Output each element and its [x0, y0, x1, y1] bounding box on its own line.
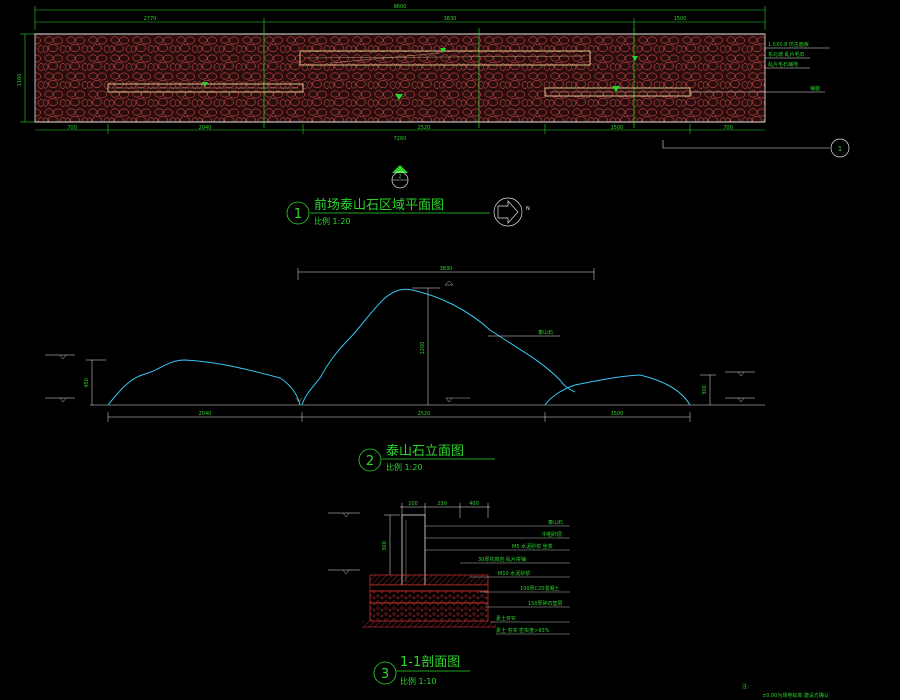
sect-top-dim-1: 100	[408, 501, 418, 507]
elev-title: 泰山石立面图	[386, 444, 464, 459]
sect-height-dim: 300	[382, 541, 388, 551]
sect-callout-4: 30厚花岗岩 乱片拼铺	[478, 556, 526, 563]
plan-top-dim-3: 1500	[674, 16, 687, 22]
plan-callout-2: 东北城 乱片毛石	[768, 51, 805, 58]
sect-callout-9: 素土 夯实 密实度>93%	[496, 627, 550, 634]
sect-callout-7: 150厚碎石垫层	[528, 600, 563, 607]
sect-callout-2: 中粗砂层	[542, 531, 562, 538]
plan-callout-3: 乱片毛石铺地	[768, 61, 798, 68]
section-mark-icon	[830, 138, 850, 158]
sect-scale: 比例 1:10	[400, 676, 437, 686]
sect-title: 1-1剖面图	[400, 655, 460, 670]
plan-bottom-dim-4: 1500	[611, 125, 624, 131]
index-arrow-icon	[392, 165, 408, 173]
sect-top-dim-3: 400	[469, 501, 479, 507]
plan-scale: 比例 1:20	[314, 216, 351, 226]
elev-scale: 比例 1:20	[386, 462, 423, 472]
rock-profile-center	[301, 288, 576, 406]
footnote: 注：	[742, 683, 752, 690]
plan-left-dim: 1160	[17, 74, 23, 87]
level-marker-icon	[612, 86, 620, 92]
plan-title-number: 1	[294, 207, 302, 222]
elev-bottom-dim-2: 2520	[418, 411, 431, 417]
north-arrow-icon: N	[493, 197, 530, 227]
rock-profile-left	[107, 359, 301, 406]
plan-top-dim-1: 2770	[144, 16, 157, 22]
elev-left-height: 450	[84, 378, 90, 388]
elev-top-dim: 3830	[440, 266, 453, 272]
sect-paving-layer	[369, 574, 489, 586]
plan-bottom-dim-3: 2520	[418, 125, 431, 131]
sect-title-circle	[373, 661, 397, 685]
paving-area	[34, 33, 766, 123]
plan-callout-1: 1.5X0.8 仿古面板	[768, 41, 809, 48]
plan-title-circle	[286, 201, 310, 225]
plan-stone-2	[299, 50, 591, 66]
plan-top-dim-2: 3830	[444, 16, 457, 22]
plan-view: 9600 2770 3830 1500 1160	[17, 4, 850, 227]
rock-profile-right	[544, 374, 691, 406]
plan-bottom-total: 7260	[394, 136, 407, 142]
elev-annotation: 泰山石	[538, 329, 553, 336]
level-marker-icon	[395, 94, 403, 100]
level-marker-icon	[202, 82, 208, 87]
elev-bottom-dim-1: 2040	[199, 411, 212, 417]
elev-title-circle	[358, 448, 382, 472]
level-marker-icon	[632, 56, 638, 61]
plan-callout-4: 铺装	[810, 85, 820, 92]
sect-top-dim-2: 230	[437, 501, 447, 507]
footnote-2: ±0.00为场地标高 建设方确认	[762, 692, 829, 699]
sect-gravel-layer	[369, 602, 489, 622]
plan-title: 前场泰山石区域平面图	[314, 197, 444, 213]
level-marker-icon	[440, 48, 446, 53]
elev-height-dim: 1200	[420, 342, 426, 355]
sect-callout-8: 素土夯实	[496, 615, 516, 622]
sect-callout-1: 泰山石	[548, 519, 563, 526]
sect-callout-5: M10 水泥砂浆	[498, 570, 530, 577]
elev-right-height: 300	[702, 385, 708, 395]
sect-callout-3: M5 水泥砂浆 坐浆	[512, 543, 553, 550]
elev-bottom-dim-3: 1500	[611, 411, 624, 417]
index-mark-label: 2	[398, 174, 401, 180]
sect-concrete-layer	[369, 590, 489, 604]
svg-text:N: N	[526, 206, 530, 212]
plan-overall-dim: 9600	[394, 4, 407, 10]
plan-bottom-dim-5: 700	[723, 125, 733, 131]
sect-title-number: 3	[381, 667, 389, 682]
plan-bottom-dim-1: 700	[67, 125, 77, 131]
elevation-view: 3830 1200 泰山石 450 300	[45, 266, 765, 472]
elev-title-number: 2	[366, 454, 374, 469]
sect-callout-6: 100厚C20混凝土	[520, 585, 559, 592]
plan-bottom-dim-2: 2040	[199, 125, 212, 131]
section-view: 100 230 400 300 泰山石	[328, 501, 570, 686]
section-mark-label: 1	[838, 145, 842, 153]
